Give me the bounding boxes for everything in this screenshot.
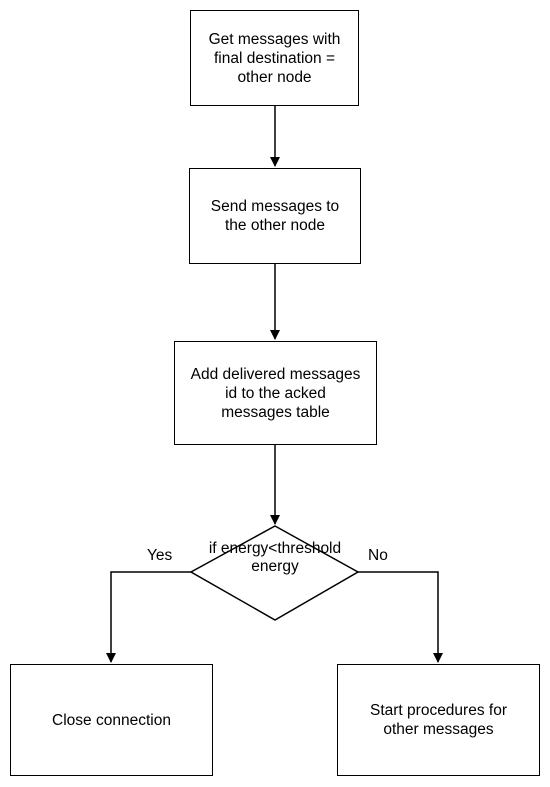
- arrow-yes-branch: [106, 571, 191, 663]
- start-procedures-label: Start procedures for other messages: [370, 702, 507, 738]
- start-procedures-box: Start procedures for other messages: [337, 664, 540, 776]
- yes-label: Yes: [147, 547, 173, 564]
- close-connection-label: Close connection: [52, 711, 171, 729]
- decision-label: if energy<threshold energy: [208, 540, 342, 575]
- add-delivered-label: Add delivered messages id to the acked m…: [190, 365, 361, 421]
- send-messages-label: Send messages to the other node: [210, 198, 340, 234]
- close-connection-box: Close connection: [10, 664, 213, 776]
- decision-diamond: [189, 525, 360, 621]
- arrow-no-branch: [358, 571, 443, 663]
- add-delivered-box: Add delivered messages id to the acked m…: [174, 341, 377, 445]
- get-messages-label: Get messages with final destination = ot…: [208, 30, 341, 86]
- get-messages-box: Get messages with final destination = ot…: [190, 10, 359, 106]
- send-messages-box: Send messages to the other node: [189, 168, 361, 264]
- no-label: No: [368, 547, 388, 564]
